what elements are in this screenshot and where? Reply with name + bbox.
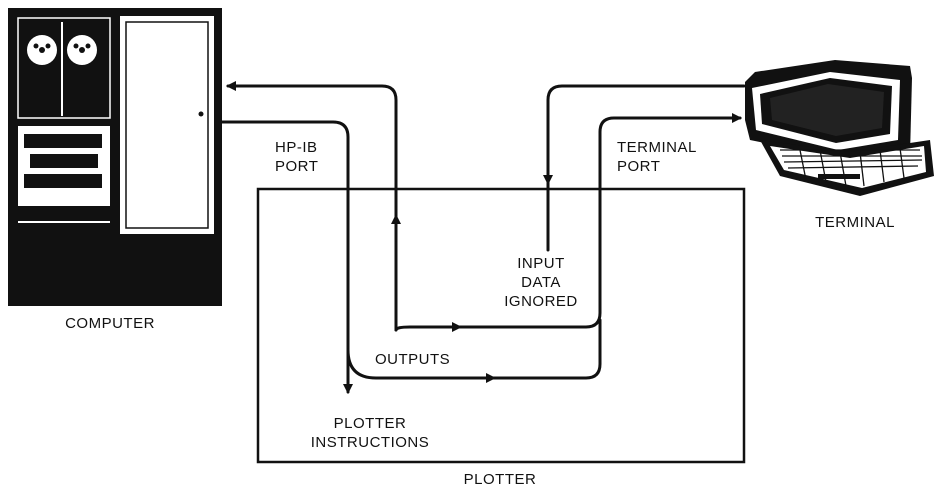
computer-output-line	[226, 81, 398, 332]
input-data-ignored-label: INPUT DATA IGNORED	[504, 255, 578, 310]
plotter-box	[256, 187, 746, 464]
terminal-port-label: TERMINAL PORT	[617, 139, 697, 175]
computer-label: COMPUTER	[65, 315, 155, 332]
plotter-instructions-label: PLOTTER INSTRUCTIONS	[310, 415, 430, 451]
terminal-icon	[745, 60, 934, 196]
hpib-input-line	[220, 120, 353, 394]
outputs-label: OUTPUTS	[375, 351, 451, 368]
plotter-label: PLOTTER	[463, 471, 537, 488]
terminal-label: TERMINAL	[815, 214, 895, 231]
computer-icon	[8, 8, 222, 306]
terminal-output-line-upper-2	[446, 113, 742, 329]
terminal-input-line	[543, 84, 746, 185]
hpib-port-label: HP-IB PORT	[275, 139, 319, 175]
terminal-output-line-lower	[346, 318, 602, 380]
terminal-output-line-upper	[394, 325, 460, 332]
